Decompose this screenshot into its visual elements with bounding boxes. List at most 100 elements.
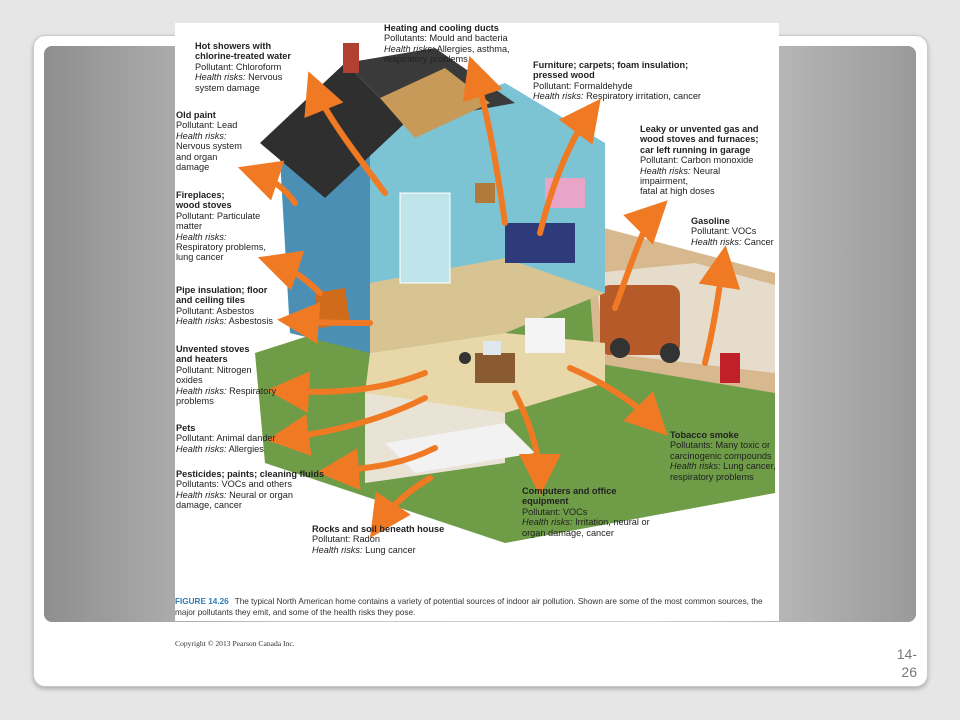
label-pollutant: Pollutant: Lead xyxy=(176,120,238,131)
label-tobacco-smoke: Tobacco smoke Pollutants: Many toxic or … xyxy=(670,430,776,482)
label-pollutant: Pollutant: Formaldehyde xyxy=(533,80,633,91)
label-risk: Health risks: xyxy=(176,232,266,242)
label-title-cont: equipment xyxy=(522,496,569,507)
label-pollutant: Pollutants: VOCs and others xyxy=(176,479,292,490)
label-risk: Health risks: Lung cancer, xyxy=(670,461,776,471)
label-rocks-soil: Rocks and soil beneath house Pollutant: … xyxy=(312,524,444,555)
label-title: Fireplaces; xyxy=(176,190,225,200)
label-pollutant: Pollutant: Animal dander xyxy=(176,433,276,444)
risk-label: Health risks: xyxy=(176,316,227,327)
risk-label: Health risks: xyxy=(384,43,435,54)
label-risk-cont: respiratory problems xyxy=(384,54,468,65)
label-pollutant-cont: oxides xyxy=(176,375,203,386)
label-pollutant: Pollutant: Radon xyxy=(312,534,380,545)
label-pollutant: Pollutant: VOCs xyxy=(522,506,588,517)
label-title-cont: wood stoves and furnaces; xyxy=(640,134,759,145)
label-risk-cont: organ damage, cancer xyxy=(522,527,614,538)
arrow-pipe xyxy=(277,301,373,344)
label-gas-stoves: Leaky or unvented gas and wood stoves an… xyxy=(640,124,758,197)
arrow-gasoline xyxy=(698,245,741,366)
label-pollutant: Pollutant: Nitrogen xyxy=(176,364,252,375)
label-risk: Health risks: Irritation, neural or xyxy=(522,517,650,527)
label-title-cont: pressed wood xyxy=(533,70,595,81)
label-risk-cont: lung cancer xyxy=(176,252,224,263)
kitchen-stove xyxy=(525,318,565,353)
risk-label: Health risks: xyxy=(176,130,227,141)
risk-label: Health risks: xyxy=(691,236,742,247)
arrow-oldpaint xyxy=(237,160,298,206)
label-title: Heating and cooling ducts xyxy=(384,23,499,33)
label-risk-cont: system damage xyxy=(195,82,260,93)
person xyxy=(459,352,471,364)
risk-label: Health risks: xyxy=(533,91,584,102)
label-pollutant-cont: matter xyxy=(176,221,203,232)
label-risk: Health risks: Asbestosis xyxy=(176,316,273,326)
label-title-cont: and heaters xyxy=(176,354,228,365)
label-title: Leaky or unvented gas and xyxy=(640,124,759,134)
risk-text: Allergies, asthma, xyxy=(434,43,510,54)
label-title: Tobacco smoke xyxy=(670,430,739,440)
label-pollutant: Pollutant: Chloroform xyxy=(195,61,282,72)
label-title: Old paint xyxy=(176,110,216,120)
wall-picture-small xyxy=(475,183,495,203)
roof-left xyxy=(260,63,405,198)
label-fireplaces: Fireplaces; wood stoves Pollutant: Parti… xyxy=(176,190,266,263)
arrow-gas xyxy=(612,200,668,311)
risk-text: Asbestosis xyxy=(226,316,274,327)
label-unvented-stoves: Unvented stoves and heaters Pollutant: N… xyxy=(176,344,276,406)
risk-label: Health risks: xyxy=(670,461,721,472)
car-wheel xyxy=(610,338,630,358)
label-risk-cont: and organ xyxy=(176,151,218,162)
arrow-showers xyxy=(304,71,388,196)
label-title-cont: car left running in garage xyxy=(640,144,751,155)
label-pesticides: Pesticides; paints; cleaning fluids Poll… xyxy=(176,469,324,511)
label-pollutant: Pollutant: Particulate xyxy=(176,210,261,221)
risk-text: Lung cancer xyxy=(362,544,416,555)
arrow-tobacco xyxy=(567,365,668,436)
computer xyxy=(483,341,501,355)
label-risk: Health risks: Allergies xyxy=(176,444,276,454)
shower xyxy=(399,192,451,284)
fireplace xyxy=(315,288,350,328)
arrow-computers xyxy=(512,390,561,496)
risk-label: Health risks: xyxy=(312,544,363,555)
arrow-furniture xyxy=(537,98,601,236)
house-illustration xyxy=(237,43,775,543)
slide-number: 14- 26 xyxy=(896,646,917,680)
risk-text: Cancer xyxy=(741,236,774,247)
label-pollutant: Pollutant: Asbestos xyxy=(176,305,255,316)
risk-text: Irritation, neural or xyxy=(572,517,650,528)
label-risk-text: Respiratory problems, xyxy=(176,242,266,253)
risk-text: Lung cancer, xyxy=(720,461,776,472)
risk-label: Health risks: xyxy=(176,443,227,454)
label-computers: Computers and office equipment Pollutant… xyxy=(522,486,650,538)
label-risk: Health risks: Neural xyxy=(640,166,758,176)
label-risk: Health risks: Cancer xyxy=(691,237,774,247)
label-pollutant: Pollutants: Mould and bacteria xyxy=(384,33,508,44)
label-hot-showers: Hot showers with chlorine-treated water … xyxy=(195,41,291,93)
risk-text: Respiratory irritation, cancer xyxy=(583,91,701,102)
caption-text: The typical North American home contains… xyxy=(175,597,763,617)
label-pipe-insulation: Pipe insulation; floor and ceiling tiles… xyxy=(176,285,273,327)
label-risk-cont: respiratory problems xyxy=(670,471,754,482)
label-title: Pesticides; paints; cleaning fluids xyxy=(176,469,325,479)
desk xyxy=(475,353,515,383)
label-title-cont: wood stoves xyxy=(176,200,232,211)
label-title: Pipe insulation; floor xyxy=(176,285,268,295)
label-gasoline: Gasoline Pollutant: VOCs Health risks: C… xyxy=(691,216,774,247)
label-furniture: Furniture; carpets; foam insulation; pre… xyxy=(533,60,701,102)
label-risk: Health risks: xyxy=(176,131,242,141)
label-risk-cont: problems xyxy=(176,396,214,407)
arrow-pets xyxy=(267,395,428,456)
arrow-stoves xyxy=(267,370,428,414)
label-risk-cont: damage, cancer xyxy=(176,500,242,511)
pollutant-arrows xyxy=(237,55,741,538)
chimney xyxy=(343,43,359,73)
risk-text: Nervous xyxy=(245,72,283,83)
attic xyxy=(380,68,490,138)
label-title-cont: chlorine-treated water xyxy=(195,51,291,62)
copyright-notice: Copyright © 2013 Pearson Canada Inc. xyxy=(175,639,295,648)
house-side-wall xyxy=(280,133,370,353)
label-risk-cont: fatal at high doses xyxy=(640,186,715,197)
